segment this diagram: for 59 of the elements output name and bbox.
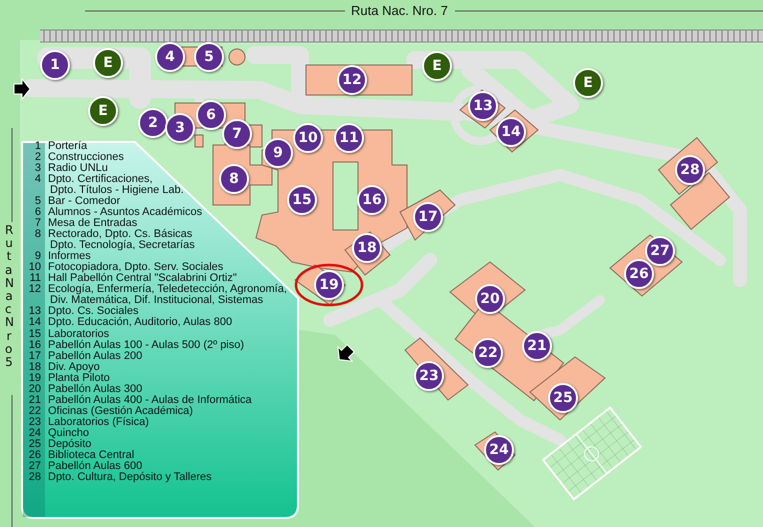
legend-text: Dpto. Cs. Sociales (48, 306, 138, 318)
legend-number: 6 (34, 207, 41, 218)
legend-text: Fotocopiadora, Dpto. Serv. Sociales (48, 262, 224, 274)
legend-text: Dpto. Certificaciones, (48, 174, 153, 186)
legend-number: 13 (28, 306, 41, 318)
legend-text: Ecología, Enfermería, Teledetección, Agronomía, (48, 284, 287, 296)
legend-text: Dpto. Cultura, Depósito y Talleres (48, 472, 212, 483)
legend-text: Alumnos - Asuntos Académicos (48, 207, 202, 218)
legend-number: 12 (28, 284, 41, 296)
legend-text: Planta Piloto (48, 372, 110, 384)
legend-text: Laboratorios (48, 328, 110, 340)
legend-text: Informes (48, 251, 91, 262)
legend-number: 4 (34, 174, 41, 186)
legend-number: 18 (28, 362, 41, 373)
legend-number: 24 (28, 428, 41, 439)
legend-number: 5 (34, 196, 41, 208)
legend-text: Laboratorios (Física) (48, 416, 149, 428)
legend-text: Pabellón Aulas 300 (48, 384, 142, 395)
legend-number: 8 (34, 229, 41, 240)
legend-text: Portería (48, 141, 88, 152)
legend-text: Rectorado, Dpto. Cs. Básicas (48, 229, 192, 240)
legend-text: Pabellón Aulas 100 - Aulas 500 (2º piso) (48, 340, 244, 351)
legend-text: Pabellón Aulas 200 (48, 350, 142, 362)
legend-text: Pabellón Aulas 400 - Aulas de Informática (48, 394, 252, 406)
legend-text: Depósito (48, 438, 92, 450)
legend-number: 23 (28, 416, 41, 428)
legend-text: Quincho (48, 428, 89, 439)
legend-number: 3 (34, 163, 41, 174)
legend-text: Dpto. Educación, Auditorio, Aulas 800 (48, 317, 232, 328)
legend-text: Dpto. Títulos - Higiene Lab. (50, 185, 184, 196)
legend-number: 16 (28, 340, 41, 351)
legend-number: 22 (28, 406, 41, 417)
legend-text: Radio UNLu (48, 163, 108, 174)
legend-number: 1 (34, 141, 41, 152)
legend-number: 21 (28, 394, 41, 406)
legend-text: Biblioteca Central (48, 450, 134, 461)
legend-text: Mesa de Entradas (48, 218, 138, 230)
legend-number: 19 (28, 372, 41, 384)
legend-number: 14 (28, 317, 41, 328)
legend-text: Div. Matemática, Dif. Institucional, Sistemas (50, 295, 264, 306)
legend-text: Oficinas (Gestión Académica) (48, 406, 193, 417)
legend-number: 11 (28, 273, 41, 284)
legend-number: 17 (28, 350, 41, 362)
legend-number: 7 (34, 218, 41, 230)
legend-text: Pabellón Aulas 600 (48, 460, 142, 472)
legend-text: Bar - Comedor (48, 196, 120, 208)
legend-text: Hall Pabellón Central "Scalabrini Ortiz" (48, 273, 237, 284)
legend-text: Construcciones (48, 152, 124, 164)
legend-text: Div. Apoyo (48, 362, 100, 373)
legend-number: 27 (28, 460, 41, 472)
legend-number: 9 (34, 251, 41, 262)
legend-number: 28 (28, 472, 41, 483)
legend-number: 25 (28, 438, 41, 450)
legend-number: 2 (34, 152, 41, 164)
legend-number: 15 (28, 328, 41, 340)
legend-text: Dpto. Tecnología, Secretarías (50, 240, 195, 252)
legend-number: 26 (28, 450, 41, 461)
legend-number: 20 (28, 384, 41, 395)
legend-number: 10 (28, 262, 41, 274)
